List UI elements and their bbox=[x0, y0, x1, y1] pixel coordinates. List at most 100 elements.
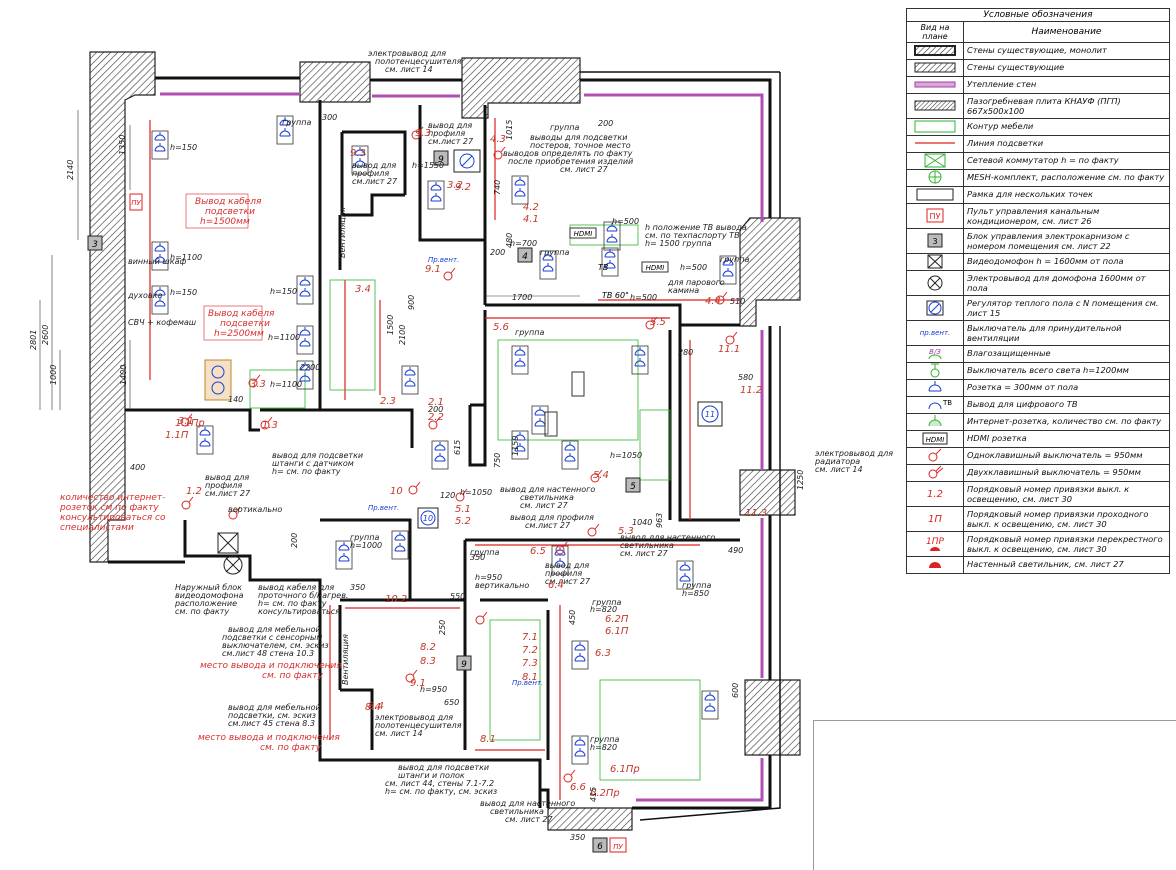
legend-label: Видеодомофон h = 1600мм от пола bbox=[967, 256, 1124, 266]
svg-text:5.6: 5.6 bbox=[493, 322, 509, 333]
legend-row: Пазогребневая плита КНАУФ (ПГП) 667х500х… bbox=[907, 94, 1169, 119]
dim-2200: 2200 bbox=[300, 363, 320, 372]
lamp2-line2: светильника bbox=[520, 493, 574, 502]
legend-label: Стены существующие, монолит bbox=[967, 45, 1107, 55]
curtain-line3: h= см. по факту bbox=[272, 467, 341, 476]
internet-qty-line1: количество интернет- bbox=[60, 493, 165, 503]
legend-label: Вывод для цифрового ТВ bbox=[967, 399, 1078, 409]
group-8: группа bbox=[592, 598, 621, 607]
furn2-line2: подсветки, см. эскиз bbox=[228, 711, 316, 720]
room-tag-6: 6 bbox=[597, 842, 603, 852]
svg-text:4.3: 4.3 bbox=[490, 134, 506, 145]
network-switch-icon bbox=[907, 153, 964, 169]
svg-text:9.1: 9.1 bbox=[425, 264, 441, 275]
svg-text:10.2: 10.2 bbox=[385, 594, 407, 605]
svg-text:2.1: 2.1 bbox=[428, 397, 444, 408]
legend-row: ТВ Вывод для цифрового ТВ bbox=[907, 397, 1169, 414]
svg-text:4.4: 4.4 bbox=[705, 296, 721, 307]
dim-280: 280 bbox=[678, 348, 693, 357]
floor-heating-icon bbox=[907, 296, 964, 320]
h150-1: h=150 bbox=[170, 143, 197, 152]
dim-1250: 1250 bbox=[796, 470, 805, 490]
towel-line2: полотенцесушителя bbox=[375, 57, 462, 66]
lamp1-line3: см. лист 27 bbox=[620, 549, 669, 558]
furn-line4: см.лист 48 стена 10.3 bbox=[222, 649, 314, 658]
h150-2: h=150 bbox=[170, 288, 197, 297]
group-3: группа bbox=[540, 248, 569, 257]
dim-750: 750 bbox=[493, 453, 502, 468]
cable-2500-line2: подсветки bbox=[220, 319, 270, 329]
lamp1-line1: вывод для настенного bbox=[620, 533, 715, 542]
lamp2-line1: вывод для настенного bbox=[500, 485, 595, 494]
master-switch-icon bbox=[907, 363, 964, 379]
svg-text:1ПР: 1ПР bbox=[926, 537, 944, 547]
prvent-1: Пр.вент. bbox=[428, 256, 459, 264]
legend-row: Двухклавишный выключатель = 950мм bbox=[907, 465, 1169, 482]
furn-line2: подсветки с сенсорным bbox=[222, 633, 322, 642]
legend-label: Выключатель всего света h=1200мм bbox=[967, 365, 1129, 375]
legend-label: Блок управления электрокарнизом с номеро… bbox=[967, 231, 1130, 251]
svg-text:6.4: 6.4 bbox=[548, 580, 564, 591]
dim-550: 550 bbox=[450, 592, 465, 601]
fire-line1: для парового bbox=[667, 278, 725, 287]
legend-row: Стены существующие, монолит bbox=[907, 43, 1169, 60]
hdmi-icon: HDMI bbox=[907, 431, 964, 447]
room-tag-3: 3 bbox=[92, 240, 98, 250]
legend-label: Настенный светильник, см. лист 27 bbox=[967, 559, 1124, 569]
furn-place-2-line1: место вывода и подключения bbox=[198, 733, 340, 743]
svg-text:3.2: 3.2 bbox=[447, 180, 463, 191]
svg-text:8.4: 8.4 bbox=[365, 702, 381, 713]
towel-line3: см. лист 14 bbox=[385, 65, 433, 74]
legend-label: Порядковый номер привязки перекрестного … bbox=[967, 534, 1163, 554]
dim-350: 350 bbox=[470, 553, 485, 562]
frame-icon bbox=[907, 187, 964, 203]
legend-title: Условные обозначения bbox=[907, 9, 1169, 22]
h1000-1: h=1000 bbox=[350, 541, 382, 550]
legend-row: Сетевой коммутатор h = по факту bbox=[907, 153, 1169, 170]
group-9: группа bbox=[590, 735, 619, 744]
dim-1015: 1015 bbox=[505, 120, 514, 140]
floor-plan: 3 9 4 5 6 9 10 11 bbox=[29, 49, 893, 853]
towel-line1: электровывод для bbox=[368, 49, 446, 58]
number-icon: 1.2 bbox=[907, 482, 964, 506]
svg-text:6.1П: 6.1П bbox=[605, 626, 629, 637]
svg-text:HDMI: HDMI bbox=[926, 436, 945, 444]
cable-2500-line1: Вывод кабеля bbox=[208, 309, 275, 319]
lamp2-line3: см. лист 27 bbox=[520, 501, 569, 510]
profile93b-line2: профиля bbox=[428, 129, 465, 138]
room-tag-9: 9 bbox=[438, 155, 444, 165]
vertical-2: вертикально bbox=[475, 581, 529, 590]
svg-text:1.3: 1.3 bbox=[262, 420, 278, 431]
dim-350-2: 350 bbox=[350, 583, 365, 592]
intercom-outlet-icon bbox=[907, 271, 964, 295]
legend-label: Одноклавишный выключатель = 950мм bbox=[967, 450, 1143, 460]
svg-text:3.3: 3.3 bbox=[250, 379, 266, 390]
legend-row: Контур мебели bbox=[907, 119, 1169, 136]
svg-text:3.4: 3.4 bbox=[355, 284, 371, 295]
dim-2100: 2100 bbox=[398, 325, 407, 345]
h500-2: h=500 bbox=[612, 217, 639, 226]
svg-text:3: 3 bbox=[932, 237, 937, 246]
dim-580: 580 bbox=[738, 373, 753, 382]
svg-text:5.5: 5.5 bbox=[650, 317, 666, 328]
intercom-line2: видеодомофона bbox=[175, 591, 244, 600]
legend-label: MESH-комплект, расположение см. по факту bbox=[967, 172, 1165, 182]
radiator-line1: электровывод для bbox=[815, 449, 893, 458]
dim-510: 510 bbox=[730, 297, 745, 306]
svg-text:5.1: 5.1 bbox=[455, 504, 471, 515]
svg-text:6.5: 6.5 bbox=[530, 546, 546, 557]
outer-walls bbox=[89, 51, 801, 831]
svg-text:1.1Пр: 1.1Пр bbox=[175, 418, 205, 429]
light-line-icon bbox=[907, 136, 964, 152]
svg-text:ТВ: ТВ bbox=[942, 399, 952, 407]
svg-text:11.1: 11.1 bbox=[718, 344, 740, 355]
furniture bbox=[249, 224, 701, 781]
dim-400: 400 bbox=[130, 463, 145, 472]
lighting-lines bbox=[149, 118, 740, 800]
warm-line4: консультироваться bbox=[258, 607, 340, 616]
dim-200-2: 200 bbox=[490, 248, 505, 257]
lamp3-line1: вывод для настенного bbox=[480, 799, 575, 808]
svg-text:5.3: 5.3 bbox=[618, 526, 634, 537]
svg-text:4.2: 4.2 bbox=[523, 202, 539, 213]
svg-text:10: 10 bbox=[390, 486, 403, 497]
